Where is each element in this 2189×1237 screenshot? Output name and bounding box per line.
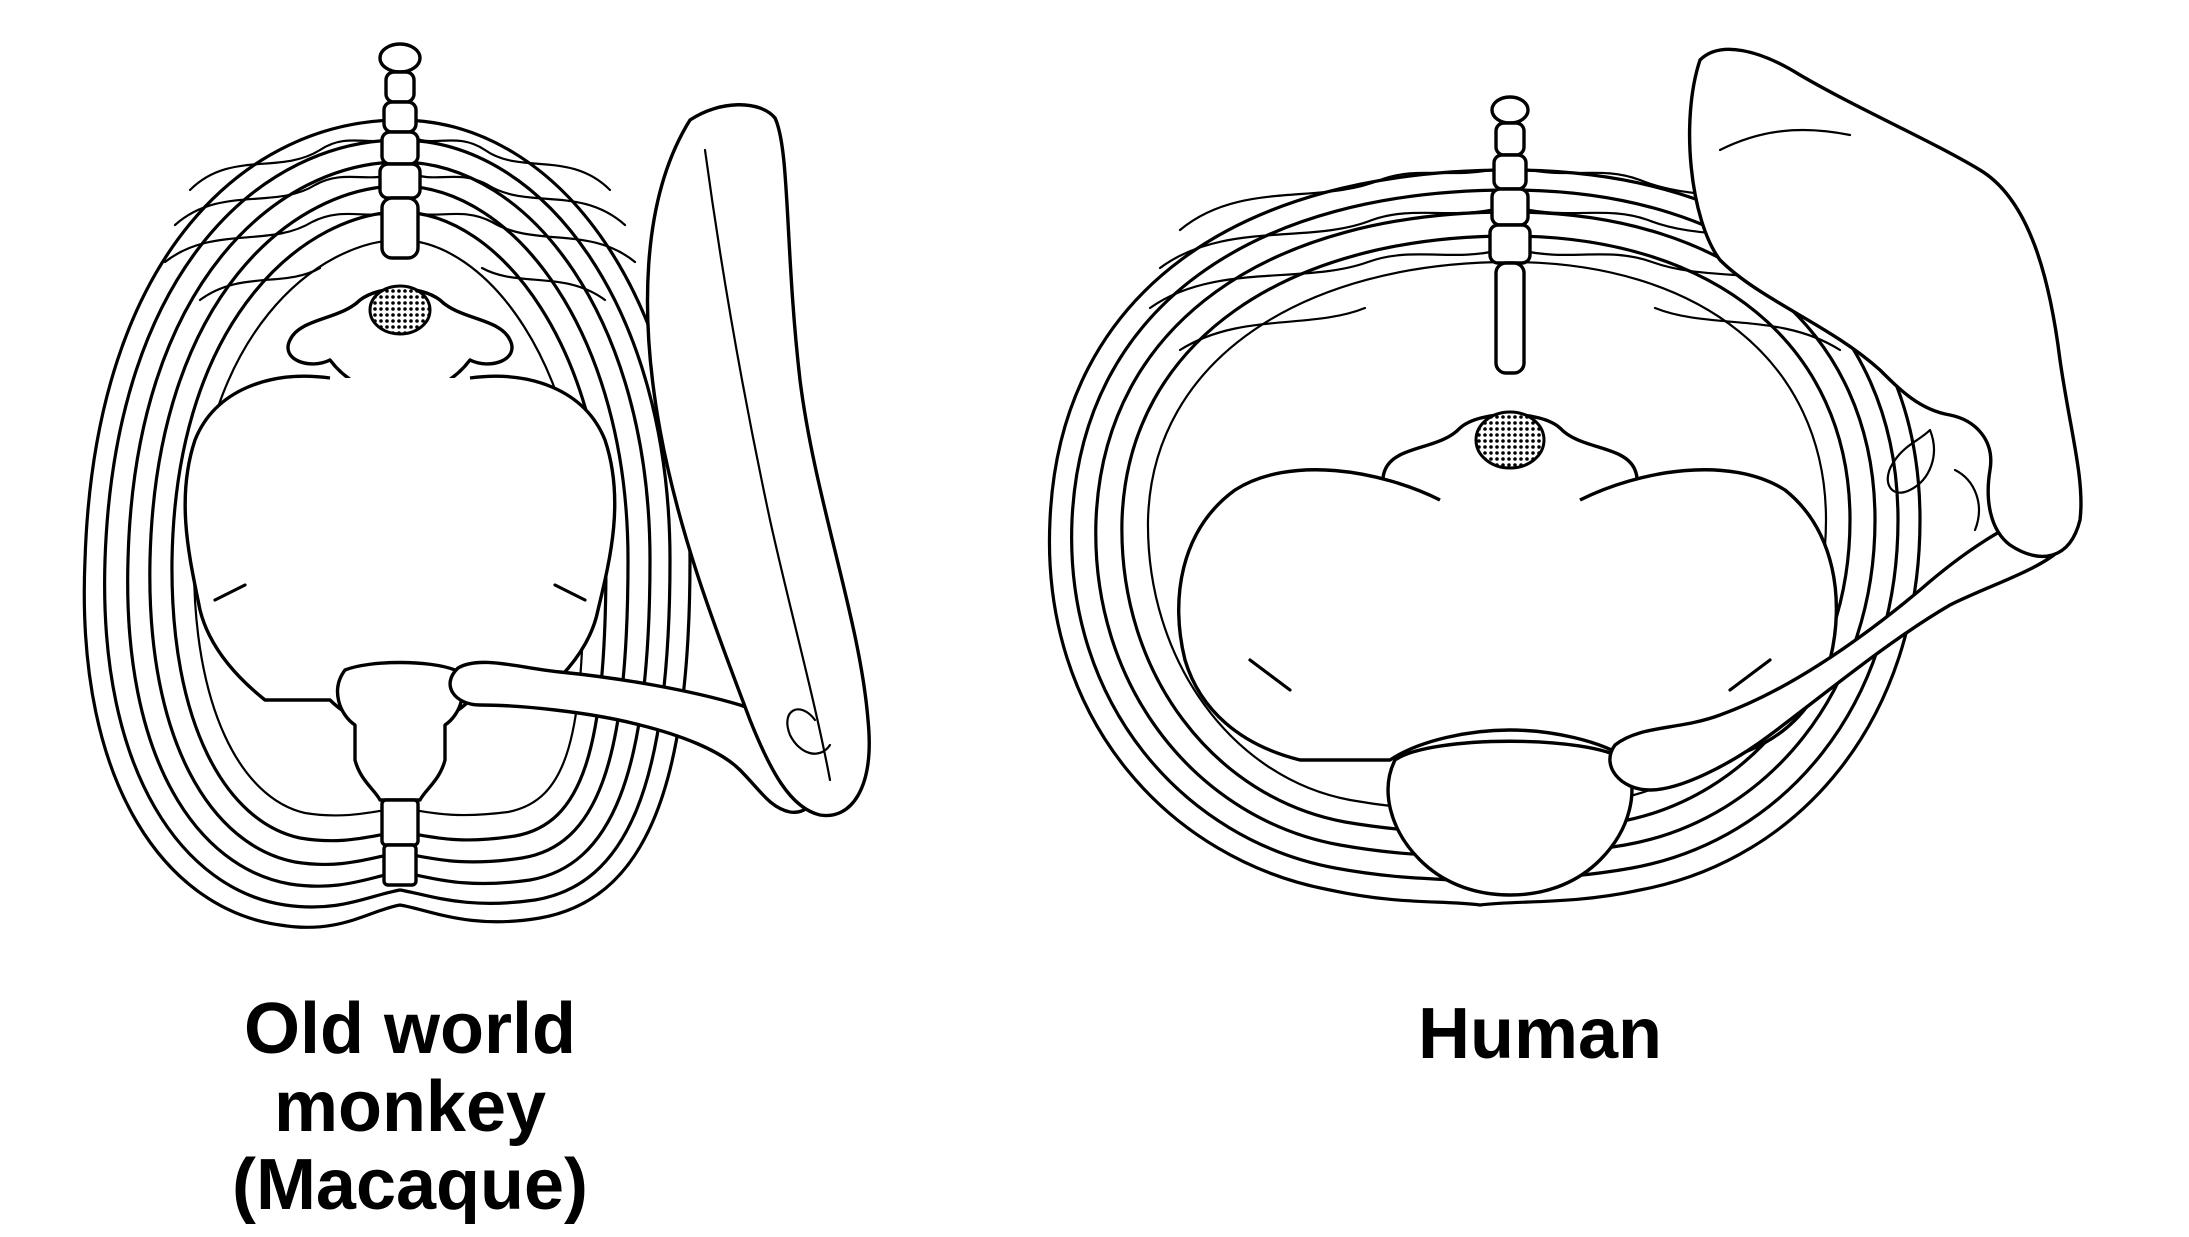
monkey-caption-line-1: Old world <box>244 989 576 1069</box>
monkey-sternum <box>335 660 465 887</box>
human-scapula <box>1687 47 2083 559</box>
human-sternum <box>1386 739 1634 897</box>
human-thoracic-cavity <box>1177 468 1839 762</box>
monkey-caption-line-3: (Macaque) <box>231 1145 589 1225</box>
human-vertebral-column <box>1381 95 1639 547</box>
human-caption: Human <box>1330 995 1750 1073</box>
monkey-clavicle <box>448 660 819 814</box>
monkey-caption: Old world monkey (Macaque) <box>160 990 660 1224</box>
monkey-caption-line-2: monkey <box>273 1067 547 1147</box>
monkey-dorsal-rib-waves <box>163 133 637 302</box>
human-thorax-illustration <box>1047 47 2083 907</box>
human-caption-line-1: Human <box>1417 994 1663 1074</box>
monkey-thorax-illustration <box>82 42 871 929</box>
monkey-vertebral-column <box>286 42 514 397</box>
